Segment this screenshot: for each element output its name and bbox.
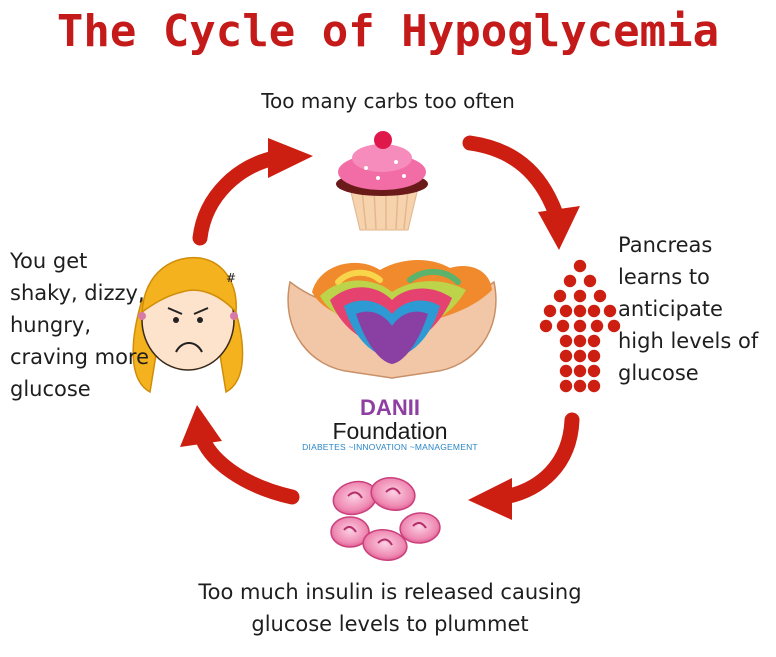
pancreas-dot <box>563 274 577 288</box>
pancreas-dot <box>559 379 573 393</box>
step-pancreas-line: learns to <box>618 265 710 289</box>
arrow-right-bottom <box>468 412 580 520</box>
pancreas-dot <box>539 319 553 333</box>
pancreas-dot <box>573 334 587 348</box>
pancreas-dot <box>587 379 601 393</box>
step-shaky-line: glucose <box>10 377 91 401</box>
pancreas-dots-arrow-icon <box>539 259 621 393</box>
step-shaky-line: shaky, dizzy, <box>10 281 145 305</box>
step-shaky-line: You get <box>10 249 88 273</box>
pancreas-dot <box>573 259 587 273</box>
pancreas-dot <box>573 379 587 393</box>
step-pancreas-learns: Pancreas learns to anticipate high level… <box>618 229 768 389</box>
pancreas-dot <box>573 319 587 333</box>
upset-girl-face-icon: # <box>132 256 244 394</box>
step-shaky-dizzy: You get shaky, dizzy, hungry, craving mo… <box>10 245 180 405</box>
pancreas-dot <box>573 289 587 303</box>
logo-tagline: DIABETES ~INNOVATION ~MANAGEMENT <box>302 442 478 452</box>
pancreas-dot <box>593 289 607 303</box>
step-insulin-line: glucose levels to plummet <box>251 612 529 636</box>
step-pancreas-line: anticipate <box>618 297 723 321</box>
pancreas-dot <box>607 319 621 333</box>
hands-candy-logo-icon <box>287 259 497 379</box>
step-too-many-carbs: Too many carbs too often <box>261 89 515 113</box>
pancreas-dot <box>583 274 597 288</box>
pancreas-dot <box>559 364 573 378</box>
pancreas-dot <box>587 334 601 348</box>
pancreas-dot <box>553 289 567 303</box>
logo-subtitle: Foundation <box>332 418 448 444</box>
cupcake-icon <box>336 131 428 231</box>
pancreas-dot <box>556 319 570 333</box>
step-pancreas-line: glucose <box>618 361 699 385</box>
svg-text:#: # <box>226 271 236 285</box>
logo-name: DANII <box>360 395 420 420</box>
pancreas-dot <box>587 364 601 378</box>
pancreas-dot <box>573 364 587 378</box>
insulin-cells-icon <box>330 477 441 561</box>
step-too-much-insulin: Too much insulin is released causing glu… <box>150 576 630 640</box>
step-insulin-line: Too much insulin is released causing <box>198 580 582 604</box>
step-pancreas-line: high levels of <box>618 329 759 353</box>
pancreas-dot <box>559 304 573 318</box>
pancreas-dot <box>543 304 557 318</box>
pancreas-dot <box>559 334 573 348</box>
pancreas-dot <box>573 304 587 318</box>
step-pancreas-line: Pancreas <box>618 233 713 257</box>
arrow-left-top <box>192 138 313 246</box>
arrow-top-right <box>462 135 580 250</box>
pancreas-dot <box>603 304 617 318</box>
step-shaky-line: craving more <box>10 345 150 369</box>
pancreas-dot <box>587 349 601 363</box>
step-shaky-line: hungry, <box>10 313 91 337</box>
pancreas-dot <box>559 349 573 363</box>
page-title: The Cycle of Hypoglycemia <box>56 6 720 57</box>
pancreas-dot <box>587 304 601 318</box>
pancreas-dot <box>590 319 604 333</box>
arrow-bottom-left <box>180 405 300 505</box>
pancreas-dot <box>573 349 587 363</box>
